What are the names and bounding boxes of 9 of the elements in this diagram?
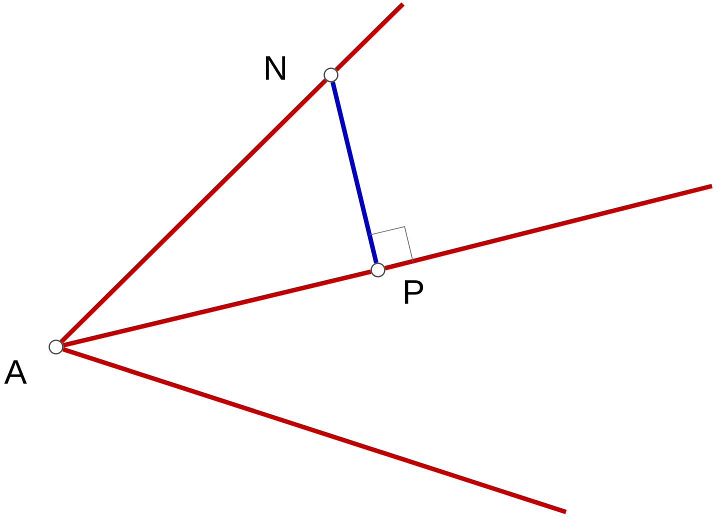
line [60,78,328,344]
point-label: A [4,360,27,384]
segment [330,82,378,264]
line [62,270,372,348]
line [384,184,713,270]
line [334,2,405,72]
point-label: P [405,280,424,304]
line [62,347,567,514]
point-label: N [266,56,286,80]
